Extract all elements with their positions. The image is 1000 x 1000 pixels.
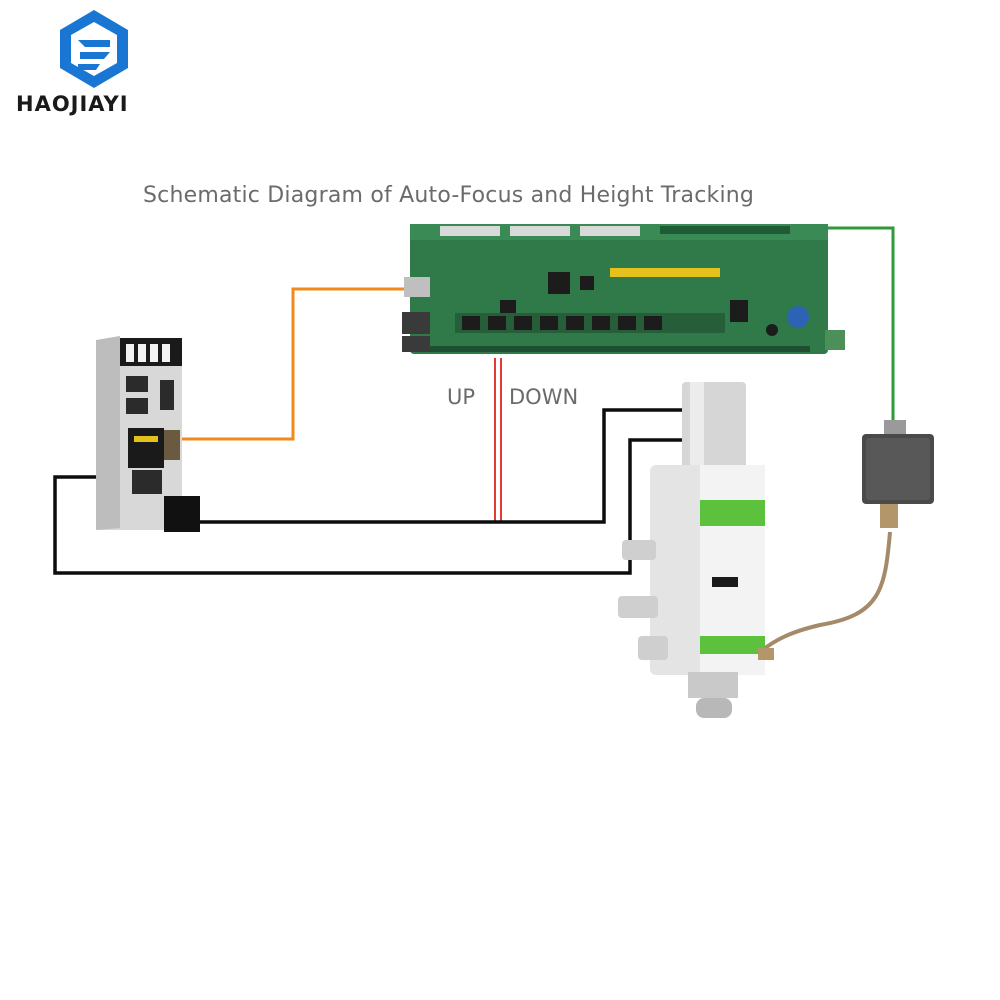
encoder-cable bbox=[53, 438, 700, 575]
brand-name: HAOJIAYI bbox=[16, 92, 129, 116]
up-down-red-cable bbox=[494, 358, 502, 522]
laser-cutting-head bbox=[618, 382, 774, 718]
down-label: DOWN bbox=[509, 385, 579, 409]
amplifier bbox=[862, 420, 934, 528]
up-label: UP bbox=[447, 385, 476, 409]
orange-signal-cable bbox=[172, 287, 420, 441]
motor-power-cable bbox=[200, 408, 700, 524]
servo-driver bbox=[96, 336, 200, 532]
green-sensor-cable bbox=[800, 226, 895, 432]
diagram-title: Schematic Diagram of Auto-Focus and Heig… bbox=[143, 183, 755, 208]
control-board bbox=[402, 224, 845, 354]
haojiayi-logo-icon bbox=[60, 10, 128, 88]
coax-sensor-cable bbox=[758, 531, 892, 654]
